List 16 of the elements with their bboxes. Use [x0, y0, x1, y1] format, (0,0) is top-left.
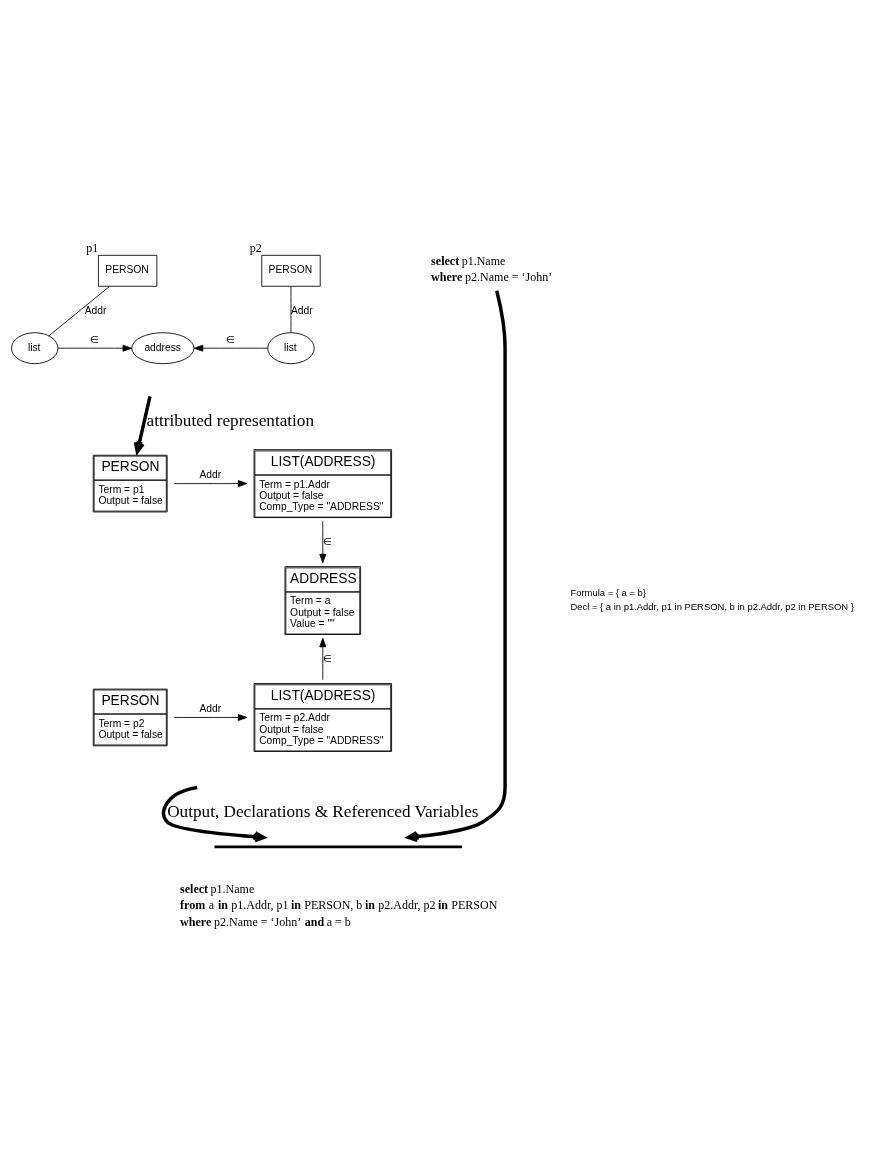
edge-label: Addr	[199, 702, 222, 714]
edge-label: Addr	[290, 304, 313, 316]
edge-label: Output, Declarations & Referenced Variables	[167, 801, 479, 821]
node-label: p1	[86, 240, 99, 255]
node-text: select p1.Name where p2.Name = ‘John’	[431, 253, 553, 284]
edge-label: ∈	[322, 652, 332, 664]
edge-label: attributed representation	[146, 410, 315, 430]
edge-label: ∈	[322, 535, 332, 547]
edge-label: Addr	[199, 468, 222, 480]
node-label: p2	[249, 240, 262, 255]
node-text: select p1.Name from a in p1.Addr, p1 in PERSON, b in p2.Addr, p2 in PERSON where p2.Name = ‘John’ and a = b	[180, 881, 498, 929]
edge-label: ∈	[226, 333, 236, 345]
label: Decl = { a in p1.Addr, p1 in PERSON, b in p2.Addr, p2 in PERSON }	[570, 600, 854, 612]
edge-label: ∈	[90, 333, 100, 345]
edge-label: Addr	[84, 304, 107, 316]
label: Formula = { a = b}	[570, 586, 646, 598]
